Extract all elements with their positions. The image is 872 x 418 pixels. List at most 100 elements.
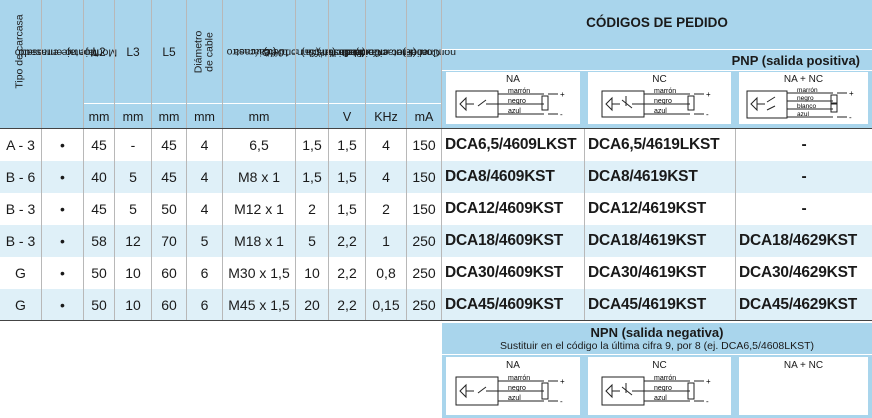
cell-montaje: • <box>60 297 65 313</box>
pnp-nc-label: NC <box>652 73 667 85</box>
pnp-nc-wiring-diagram: marrón negro azul + - <box>598 86 722 122</box>
cell-carcasa: M30 x 1,5 <box>228 265 290 281</box>
col-separator <box>365 0 366 321</box>
cell-frec: 1 <box>382 233 390 249</box>
header-unit-separator <box>84 103 441 104</box>
cell-montaje: • <box>60 169 65 185</box>
cell-cable: 6 <box>200 265 209 281</box>
cell-cable: 5 <box>200 233 209 249</box>
cell-l2: 40 <box>91 169 107 185</box>
svg-text:negro: negro <box>654 98 672 105</box>
cell-cable: 4 <box>200 201 209 217</box>
cell-l5: 45 <box>161 169 177 185</box>
svg-text:marrón: marrón <box>508 88 530 95</box>
svg-text:-: - <box>560 110 563 119</box>
cell-cable: 4 <box>200 137 209 153</box>
svg-text:negro: negro <box>654 385 672 392</box>
npn-subtitle: Sustituir en el código la última cifra 9… <box>500 339 814 352</box>
cell-l3: 5 <box>129 169 137 185</box>
cell-carcasa: 6,5 <box>249 137 269 153</box>
code-nanc: - <box>801 168 807 185</box>
cell-montaje: • <box>60 201 65 217</box>
header-bottom-rule <box>0 128 872 129</box>
cell-caida: 2,2 <box>337 265 357 281</box>
col-separator <box>328 0 329 321</box>
cell-l5: 45 <box>161 137 177 153</box>
svg-text:+: + <box>560 377 565 386</box>
svg-text:marrón: marrón <box>654 88 676 95</box>
svg-text:+: + <box>706 90 711 99</box>
col-separator <box>406 0 407 321</box>
code-nc: DCA30/4619KST <box>588 264 707 281</box>
svg-text:azul: azul <box>508 108 521 115</box>
cell-l5: 60 <box>161 297 177 313</box>
svg-text:-: - <box>706 397 709 406</box>
col-separator <box>186 0 187 321</box>
table-row-bg <box>0 129 872 161</box>
cell-distancia: 10 <box>304 265 320 281</box>
cell-distancia: 2 <box>308 201 316 217</box>
table-row: B - 6 • 40 5 45 4 M8 x 1 1,5 1,5 4 150 D… <box>0 161 872 193</box>
unit-corriente: mA <box>414 109 434 124</box>
cell-montaje: • <box>60 265 65 281</box>
cell-carcasa: M45 x 1,5 <box>228 297 290 313</box>
col-l2-header: L2 <box>92 44 106 59</box>
cell-l3: 5 <box>129 201 137 217</box>
cell-distancia: 5 <box>308 233 316 249</box>
pnp-na-box <box>446 72 580 124</box>
cell-l2: 58 <box>91 233 107 249</box>
svg-text:negro: negro <box>508 98 526 105</box>
col-separator <box>151 0 152 321</box>
code-na: DCA12/4609KST <box>445 200 564 217</box>
code-nanc: - <box>801 136 807 153</box>
npn-na-wiring-diagram: marrón negro azul + - <box>452 372 576 410</box>
cell-l3: 12 <box>125 233 141 249</box>
npn-na-label: NA <box>506 359 520 371</box>
header-left-bg <box>0 0 441 129</box>
cell-l3: - <box>130 137 136 153</box>
cell-corriente: 250 <box>412 265 436 281</box>
col-separator <box>441 0 442 321</box>
code-nanc: DCA45/4629KST <box>739 296 858 313</box>
col-l3-header: L3 <box>126 44 140 59</box>
col-l5-header: L5 <box>162 44 176 59</box>
code-nc: DCA18/4619KST <box>588 232 707 249</box>
svg-text:marrón: marrón <box>797 87 818 94</box>
cell-corriente: 150 <box>412 201 436 217</box>
cell-caida: 2,2 <box>337 233 357 249</box>
cell-l5: 70 <box>161 233 177 249</box>
cell-cable: 4 <box>200 169 209 185</box>
npn-title: NPN (salida negativa) <box>590 324 724 340</box>
cell-carcasa: M12 x 1 <box>234 201 284 217</box>
cell-cable: 6 <box>200 297 209 313</box>
cell-frec: 0,8 <box>376 265 396 281</box>
cell-frec: 2 <box>382 201 390 217</box>
cell-l2: 45 <box>91 201 107 217</box>
cell-l5: 60 <box>161 265 177 281</box>
unit-caida: V <box>342 109 352 124</box>
cell-corriente: 150 <box>412 169 436 185</box>
cell-tipo: B - 3 <box>5 233 36 249</box>
unit-cable: mm <box>194 109 215 124</box>
col-separator <box>114 0 115 321</box>
code-na: DCA30/4609KST <box>445 264 564 281</box>
unit-carcasa: mm <box>248 109 270 124</box>
pnp-nanc-label: NA + NC <box>783 73 824 85</box>
col-separator <box>41 0 42 321</box>
unit-frec: KHz <box>374 109 398 124</box>
table-bottom-rule <box>0 320 872 321</box>
code-nc: DCA6,5/4619LKST <box>588 136 720 153</box>
unit-l2: mm <box>88 109 110 124</box>
cell-carcasa: M8 x 1 <box>237 169 280 185</box>
cell-l2: 50 <box>91 297 107 313</box>
svg-text:azul: azul <box>797 111 809 118</box>
code-nc: DCA12/4619KST <box>588 200 707 217</box>
npn-title-separator <box>442 354 872 355</box>
cell-l3: 10 <box>125 265 141 281</box>
svg-text:azul: azul <box>508 395 521 402</box>
col-separator <box>295 0 296 321</box>
svg-text:-: - <box>849 113 852 122</box>
pnp-nanc-box <box>739 72 868 124</box>
